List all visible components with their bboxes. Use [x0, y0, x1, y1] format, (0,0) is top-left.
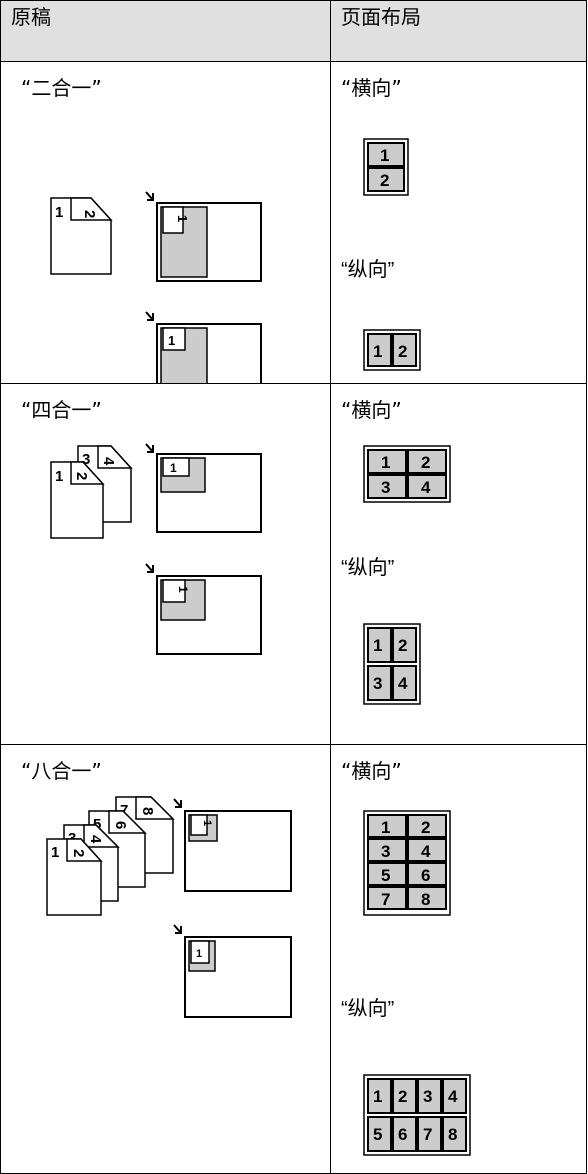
row-2in1: “二合一” 1 2 1: [0, 61, 587, 384]
svg-text:1: 1: [51, 844, 59, 861]
svg-text:4: 4: [398, 674, 408, 693]
svg-text:1: 1: [381, 453, 390, 472]
svg-text:1: 1: [168, 333, 175, 348]
original-label: “四合一”: [21, 398, 102, 422]
layout-illustration-4in1: 1 2 3 4 “纵向” 1 2 3 4: [341, 445, 451, 705]
original-label: “二合一”: [21, 76, 102, 100]
svg-text:5: 5: [373, 1125, 382, 1144]
svg-text:3: 3: [381, 842, 390, 861]
original-illustration-4in1: 3 4 1 2 1: [50, 443, 262, 655]
svg-text:4: 4: [100, 457, 117, 466]
svg-text:2: 2: [398, 636, 407, 655]
svg-text:4: 4: [421, 842, 431, 861]
svg-text:7: 7: [423, 1125, 432, 1144]
svg-text:5: 5: [381, 866, 390, 885]
svg-text:8: 8: [448, 1125, 457, 1144]
original-illustration-8in1: 7 8 5 6 3 4 1 2: [46, 796, 292, 1018]
sheet-number: 1: [55, 204, 63, 221]
original-sheets: 1 2: [50, 197, 113, 275]
svg-text:6: 6: [398, 1125, 407, 1144]
svg-text:3: 3: [373, 674, 382, 693]
original-illustration-2in1: 1 2 1 1: [50, 191, 262, 383]
portrait-label: “纵向”: [341, 258, 394, 281]
svg-text:1: 1: [380, 146, 389, 165]
svg-text:1: 1: [373, 1087, 382, 1106]
svg-text:6: 6: [421, 866, 430, 885]
svg-text:1: 1: [373, 636, 382, 655]
svg-text:4: 4: [421, 478, 431, 497]
svg-text:2: 2: [398, 342, 407, 361]
svg-text:7: 7: [120, 802, 128, 819]
svg-text:8: 8: [421, 890, 430, 909]
svg-text:3: 3: [423, 1087, 432, 1106]
svg-text:1: 1: [196, 948, 202, 960]
layout-illustration-8in1: 1 2 3 4 5 6 7 8 “纵向”: [341, 810, 471, 1156]
portrait-label: “纵向”: [341, 556, 394, 579]
arrow-icon: [145, 311, 154, 321]
header-page-layout: 页面布局: [330, 0, 587, 62]
landscape-label: “横向”: [341, 759, 402, 783]
landscape-label: “横向”: [341, 76, 402, 100]
row-8in1: “八合一” 7 8 5 6 3 4: [0, 744, 587, 1174]
svg-text:1: 1: [175, 215, 190, 222]
layout-illustration-2in1: 1 2 “纵向” 1 2: [341, 138, 421, 371]
row-4in1: “四合一” 3 4 1 2 1: [0, 383, 587, 745]
svg-text:6: 6: [112, 821, 129, 829]
header-row: 原稿 页面布局: [0, 0, 587, 62]
svg-text:2: 2: [70, 849, 87, 857]
arrow-icon: [145, 443, 154, 453]
svg-text:4: 4: [448, 1087, 458, 1106]
svg-text:1: 1: [170, 461, 177, 475]
svg-text:1: 1: [55, 468, 63, 485]
arrow-icon: [145, 191, 154, 201]
svg-text:3: 3: [381, 478, 390, 497]
svg-text:1: 1: [373, 342, 382, 361]
portrait-label: “纵向”: [341, 997, 394, 1020]
svg-text:5: 5: [93, 816, 101, 833]
svg-text:1: 1: [381, 818, 390, 837]
svg-text:1: 1: [201, 820, 213, 826]
svg-text:2: 2: [380, 171, 389, 190]
landscape-label: “横向”: [341, 398, 402, 422]
header-original: 原稿: [0, 0, 331, 62]
svg-text:1: 1: [176, 586, 190, 593]
svg-text:2: 2: [398, 1087, 407, 1106]
original-label: “八合一”: [21, 759, 102, 783]
svg-text:8: 8: [139, 807, 156, 815]
sheet-number: 2: [81, 210, 98, 218]
svg-text:2: 2: [421, 818, 430, 837]
arrow-icon: [145, 563, 154, 573]
svg-text:2: 2: [421, 453, 430, 472]
arrow-icon: [173, 924, 182, 934]
arrow-icon: [173, 798, 182, 808]
svg-text:7: 7: [381, 890, 390, 909]
svg-text:3: 3: [82, 451, 90, 468]
svg-text:2: 2: [73, 472, 90, 480]
svg-text:4: 4: [87, 835, 104, 844]
